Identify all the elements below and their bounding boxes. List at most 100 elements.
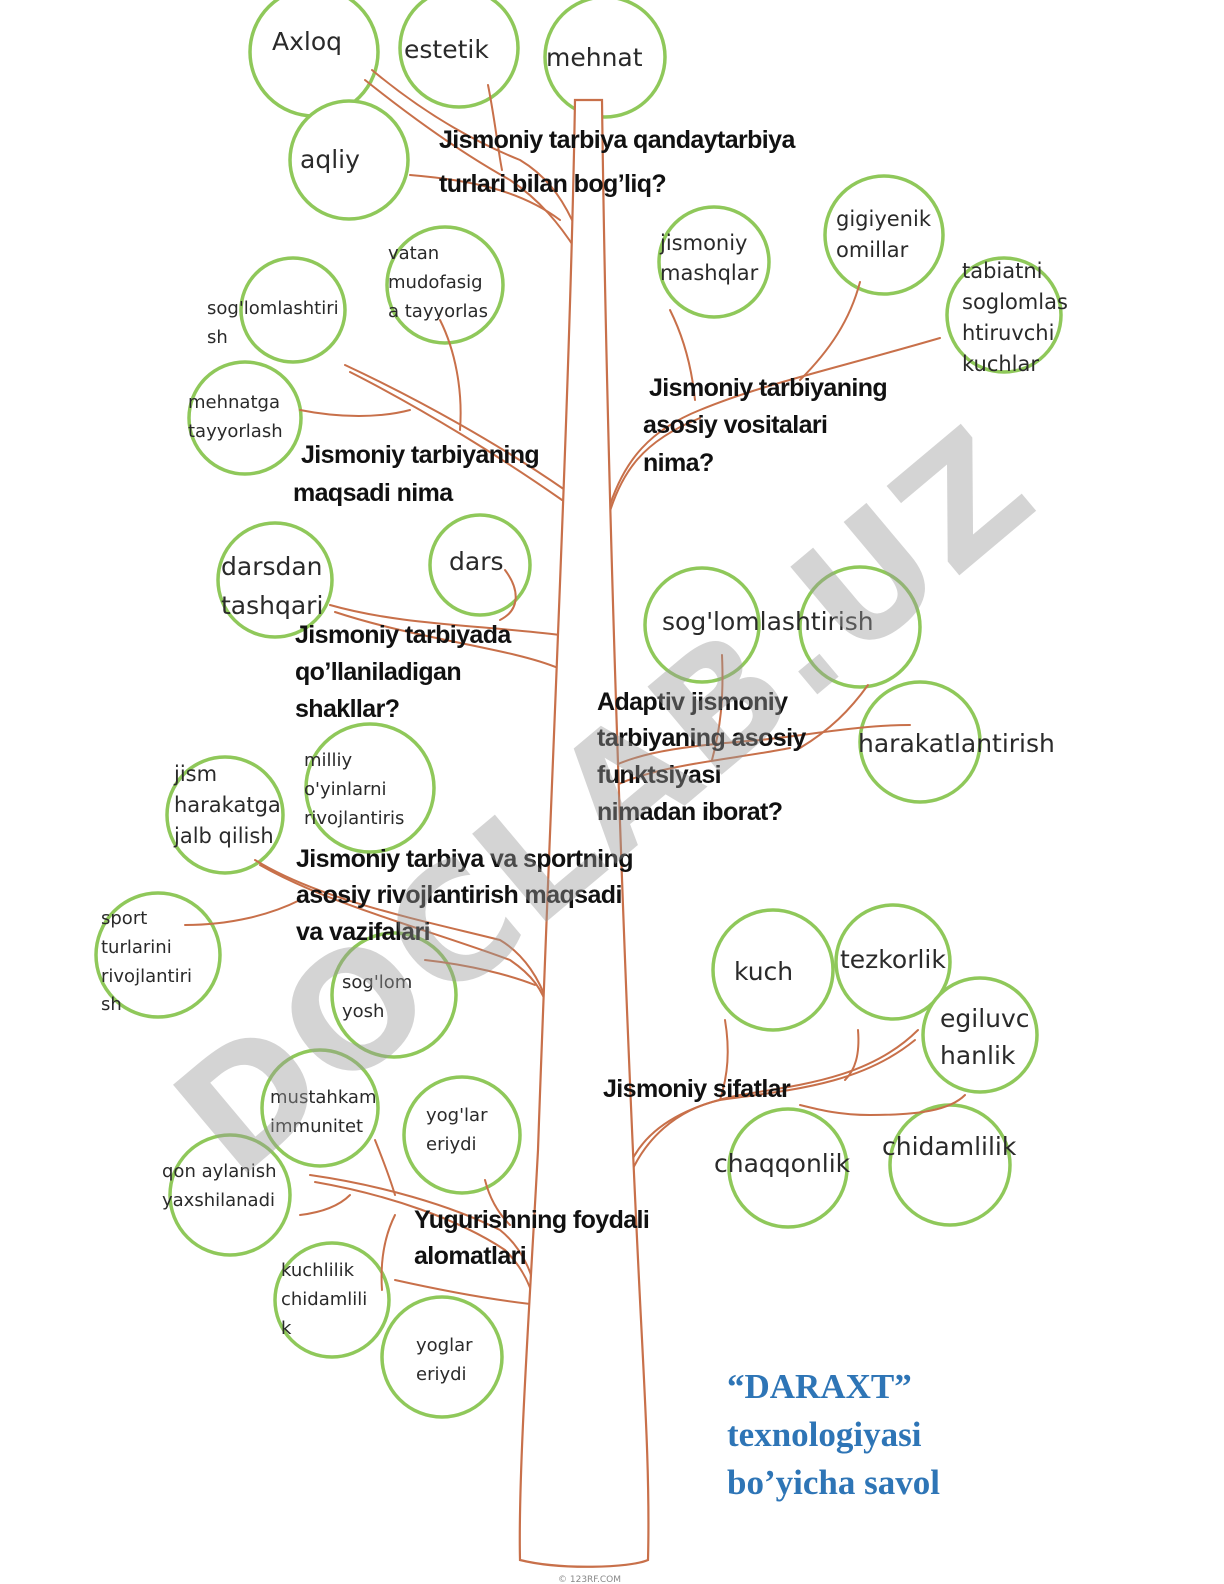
bubble-dars: dars: [449, 547, 504, 576]
bubble-kuchlilik-line-2: chidamlili: [281, 1289, 367, 1310]
bubble-estetik-circle: [398, 0, 520, 109]
branch-qon: [299, 1194, 351, 1216]
branch-sport: [184, 899, 301, 926]
bubble-circles: [94, 0, 1063, 1419]
question-q4-line-3: shakllar?: [295, 695, 399, 723]
bubble-qon-circle: [168, 1133, 292, 1257]
branch-soglomlashtirish-b: [711, 654, 724, 761]
branch-estetik: [487, 84, 503, 171]
bubble-kuchlilik: kuchlilik chidamlili k: [281, 1260, 373, 1339]
bubble-tabiatni-line-4: kuchlar: [962, 352, 1039, 376]
bubble-vatan-line-2: mudofasig: [388, 272, 483, 293]
bubble-chaqqon-circle: [727, 1107, 849, 1229]
question-q8-line-1: Yugurishning foydali: [414, 1206, 649, 1234]
bubble-jism-circle: [165, 755, 285, 875]
bubble-egiluv-line-2: hanlik: [940, 1041, 1016, 1070]
question-q1: Jismoniy tarbiya qandaytarbiya turlari b…: [439, 126, 801, 198]
branch-soglomlashtirish-b2: [799, 684, 869, 749]
question-q5-line-4: nimadan iborat?: [597, 798, 782, 826]
bubble-harakat-line-1: harakatlantirish: [858, 729, 1055, 758]
bubble-yoglar2-line-2: eriydi: [416, 1364, 467, 1385]
bubble-gigiyenik-circle: [823, 174, 945, 296]
bubble-yoglar1-line-1: yog'lar: [426, 1105, 488, 1126]
branch-q2-a: [344, 364, 566, 491]
question-q6-line-2: asosiy rivojlantirish maqsadi: [296, 881, 622, 909]
bubble-tabiatni-line-1: tabiatni: [962, 259, 1043, 283]
bubble-vatan: vatan mudofasig a tayyorlas: [388, 243, 488, 322]
question-q2-line-1: Jismoniy tarbiyaning: [301, 441, 539, 469]
bubble-harakat-circle: [858, 680, 982, 804]
bubble-vatan-circle: [385, 225, 505, 345]
bubble-kuchlilik-line-1: kuchlilik: [281, 1260, 355, 1281]
bubble-mehnatga-line-1: mehnatga: [188, 392, 280, 413]
bubble-egiluv: egiluvc hanlik: [940, 1004, 1037, 1070]
bubble-soglomlashtirish-a-line-2: sh: [207, 327, 228, 348]
branch-q7-b: [631, 1029, 919, 1161]
bubble-milliy-line-3: rivojlantiris: [304, 808, 404, 829]
branch-q2-b: [349, 371, 563, 501]
bubble-egiluv-circle: [921, 976, 1039, 1094]
branch-tezkorlik: [844, 1029, 860, 1081]
question-q4: Jismoniy tarbiyada qo’llaniladigan shakl…: [295, 621, 517, 723]
branch-immunitet: [374, 1139, 396, 1196]
question-q5-line-2: tarbiyaning asosiy: [597, 724, 806, 752]
bubble-jismoniy-mashqlar: jismoniy mashqlar: [659, 231, 759, 285]
question-q5-line-1: Adaptiv jismoniy: [597, 688, 788, 716]
bubble-milliy: milliy o'yinlarni rivojlantiris: [304, 750, 404, 829]
bubble-jismoniy-mashqlar-line-2: mashqlar: [660, 261, 759, 285]
branch-soglom-yosh: [424, 959, 536, 986]
bubble-aqliy-line-1: aqliy: [300, 145, 360, 174]
question-q2-line-2: maqsadi nima: [293, 479, 454, 507]
question-q1-line-1: Jismoniy tarbiya qandaytarbiya: [439, 126, 796, 154]
bubble-kuch: kuch: [734, 957, 793, 986]
bubble-jismoniy-mashqlar-circle: [657, 205, 771, 319]
bubble-chidam-circle: [888, 1103, 1012, 1227]
branch-q6-a: [254, 859, 549, 1006]
bubble-mehnat-circle: [543, 0, 667, 119]
branch-q4-b: [334, 611, 559, 669]
bubble-soglom-yosh-line-1: sog'lom: [342, 972, 412, 993]
bubble-darsdan-line-1: darsdan: [221, 552, 323, 581]
branch-dars: [499, 569, 517, 621]
bubble-darsdan-line-2: tashqari: [221, 591, 323, 620]
bubble-mehnatga: mehnatga tayyorlash: [188, 392, 286, 442]
bubble-tezkorlik-line-1: tezkorlik: [840, 945, 946, 974]
bubble-sport-line-2: turlarini: [101, 937, 172, 958]
branch-mehnatga: [299, 409, 411, 417]
question-q6-line-1: Jismoniy tarbiya va sportning: [296, 845, 633, 873]
branch-q3-a: [609, 337, 941, 506]
branch-q8-b: [314, 1181, 536, 1306]
bubble-darsdan-circle: [216, 521, 334, 639]
bubble-immunitet: mustahkam immunitet: [270, 1087, 382, 1137]
bubble-kuchlilik-line-3: k: [281, 1318, 292, 1339]
image-credit: © 123RF.COM: [558, 1575, 621, 1584]
branch-q4-a: [329, 604, 561, 636]
bubble-yoglar1-line-2: eriydi: [426, 1134, 477, 1155]
branch-yoglar2: [394, 1279, 541, 1306]
bubble-tabiatni-line-3: htiruvchi: [962, 321, 1054, 345]
bubble-yoglar1: yog'lar eriydi: [426, 1105, 493, 1155]
bubble-soglomlashtirish-b-circle: [643, 566, 761, 684]
bubble-tabiatni-line-2: soglomlas: [962, 290, 1068, 314]
tree-trunk: [518, 98, 650, 1568]
question-q2: Jismoniy tarbiyaning maqsadi nima: [293, 441, 545, 507]
question-q8-line-2: alomatlari: [414, 1242, 526, 1270]
question-q7-line-1: Jismoniy sifatlar: [603, 1075, 791, 1103]
bubble-axloq: Axloq: [272, 27, 342, 56]
bubble-jism-line-1: jism: [173, 762, 217, 786]
question-q5-line-3: funktsiyasi: [597, 761, 721, 789]
bubble-milliy-line-1: milliy: [304, 750, 353, 771]
bubble-jismoniy-mashqlar-line-1: jismoniy: [659, 231, 748, 255]
bubble-vatan-line-3: a tayyorlas: [388, 301, 488, 322]
question-q5: Adaptiv jismoniy tarbiyaning asosiy funk…: [597, 688, 812, 826]
question-q3: Jismoniy tarbiyaning asosiy vositalari n…: [643, 374, 893, 477]
branch-jismoniy-mashqlar: [669, 309, 696, 401]
bubble-mehnat-line-1: mehnat: [546, 43, 643, 72]
bubble-sport: sport turlarini rivojlantiri sh: [101, 908, 198, 1015]
bubble-immunitet-line-1: mustahkam: [270, 1087, 377, 1108]
question-labels: Jismoniy tarbiya qandaytarbiya turlari b…: [293, 126, 893, 1270]
bubble-tabiatni: tabiatni soglomlas htiruvchi kuchlar: [962, 259, 1075, 376]
bubble-labels: Axloq estetik mehnat aqliy vatan mudofas…: [101, 27, 1075, 1385]
bubble-mehnatga-line-2: tayyorlash: [188, 421, 283, 442]
bubble-yoglar2: yoglar eriydi: [416, 1335, 478, 1385]
